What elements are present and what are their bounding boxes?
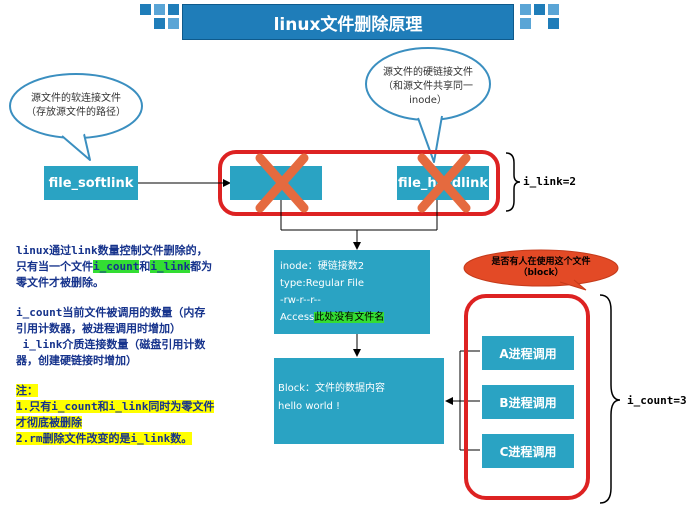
note-line: i_count当前文件被调用的数量（内存 <box>16 306 206 319</box>
decor-square <box>520 4 531 15</box>
decor-square <box>154 18 165 29</box>
inode-box: inode：硬链接数2 type:Regular File -rw-r--r--… <box>274 250 430 334</box>
process-outline <box>464 294 590 500</box>
decor-square <box>168 4 179 15</box>
note-title: 注： <box>16 384 38 397</box>
note-line: 器，创建硬链接时增加） <box>16 354 137 367</box>
inode-line: type:Regular File <box>280 278 364 289</box>
hardlink-bubble-text: 源文件的硬链接文件 （和源文件共享同一 inode） <box>368 66 488 108</box>
inode-line: Access此处没有文件名 <box>280 312 385 323</box>
i-count-highlight: i_count <box>93 260 140 273</box>
hardlink-bubble-line3: inode） <box>409 95 447 106</box>
block-line: hello world ! <box>278 401 341 412</box>
delete-cross-icon <box>255 153 309 213</box>
notes-panel: linux通过link数量控制文件删除的， 只有当一个文件i_count和i_l… <box>16 243 271 447</box>
i-count-label: i_count=3 <box>627 394 687 407</box>
process-a-box: A进程调用 <box>481 335 575 371</box>
note-line: 只有当一个文件i_count和i_link都为 <box>16 260 213 273</box>
usage-bubble-line2: （block） <box>518 268 564 278</box>
decor-square <box>154 4 165 15</box>
note-line: i_link介质连接数量（磁盘引用计数 <box>16 338 206 351</box>
i-link-label: i_link=2 <box>523 175 576 188</box>
process-c-box: C进程调用 <box>481 433 575 469</box>
i-link-highlight: i_link <box>150 260 191 273</box>
note-line: 零文件才被删除。 <box>16 276 104 289</box>
usage-bubble-text: 是否有人在使用这个文件 （block） <box>470 257 612 279</box>
inode-line: -rw-r--r-- <box>280 295 321 306</box>
note-line: 2.rm删除文件改变的是i_link数。 <box>16 432 193 445</box>
softlink-bubble-text: 源文件的软连接文件 （存放源文件的路径） <box>14 92 138 120</box>
decor-square <box>168 18 179 29</box>
delete-cross-icon <box>417 153 471 213</box>
decor-square <box>534 4 545 15</box>
softlink-bubble-line2: （存放源文件的路径） <box>26 107 126 118</box>
inode-line: inode：硬链接数2 <box>280 261 365 272</box>
process-b-box: B进程调用 <box>481 384 575 420</box>
note-line: 引用计数器，被进程调用时增加） <box>16 322 181 335</box>
file-hardlink-box: file_hardlink <box>397 166 489 200</box>
usage-bubble-line1: 是否有人在使用这个文件 <box>491 257 591 267</box>
note-line: 1.只有i_count和i_link同时为零文件 <box>16 400 215 413</box>
note-line: linux通过link数量控制文件删除的， <box>16 244 208 257</box>
decor-square <box>520 18 531 29</box>
hardlink-bubble-line2: （和源文件共享同一 <box>383 81 473 92</box>
decor-square <box>548 18 559 29</box>
softlink-bubble-line1: 源文件的软连接文件 <box>31 93 121 104</box>
page-title: linux文件删除原理 <box>182 4 514 40</box>
decor-square <box>548 4 559 15</box>
block-box: Block：文件的数据内容 hello world ! <box>274 358 444 444</box>
usage-bubble <box>463 249 619 287</box>
decor-square <box>140 4 151 15</box>
hardlink-bubble-line1: 源文件的硬链接文件 <box>383 67 473 78</box>
note-line: 才彻底被删除 <box>16 416 82 429</box>
block-line: Block：文件的数据内容 <box>278 383 386 394</box>
no-filename-highlight: 此处没有文件名 <box>314 312 385 323</box>
file-softlink-box: file_softlink <box>44 166 138 200</box>
